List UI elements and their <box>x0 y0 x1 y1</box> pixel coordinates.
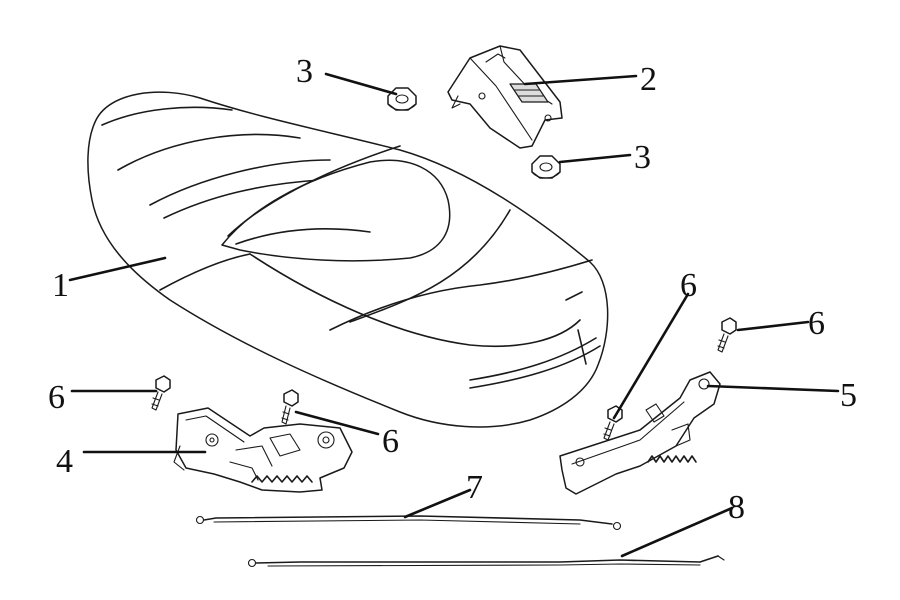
callout-6-left: 6 <box>48 379 65 416</box>
bolt-mid <box>281 389 299 425</box>
latch-bracket-assembly <box>559 371 721 495</box>
bolt-left <box>151 375 171 411</box>
callout-labels: 1 2 3 3 4 5 6 6 6 6 7 8 <box>48 53 857 526</box>
callout-6-mid: 6 <box>382 423 399 460</box>
flange-nut-lower <box>531 155 561 179</box>
seat-lock-latch <box>173 407 353 493</box>
bolt-right-upper <box>717 317 737 353</box>
seat <box>87 91 609 428</box>
flange-nut-upper <box>387 87 417 111</box>
callout-2: 2 <box>640 61 657 98</box>
callout-7: 7 <box>466 469 483 506</box>
callout-6-right-lower: 6 <box>680 267 697 304</box>
callout-5: 5 <box>840 377 857 414</box>
callout-1: 1 <box>52 267 69 304</box>
callout-4: 4 <box>56 443 73 480</box>
hinge-bracket <box>447 45 563 149</box>
callout-3-lower: 3 <box>634 139 651 176</box>
callout-3-upper: 3 <box>296 53 313 90</box>
release-cable <box>195 515 622 531</box>
callout-6-right-upper: 6 <box>808 305 825 342</box>
callout-8: 8 <box>728 489 745 526</box>
leader-lines <box>68 72 840 558</box>
release-cable-long <box>247 555 725 568</box>
